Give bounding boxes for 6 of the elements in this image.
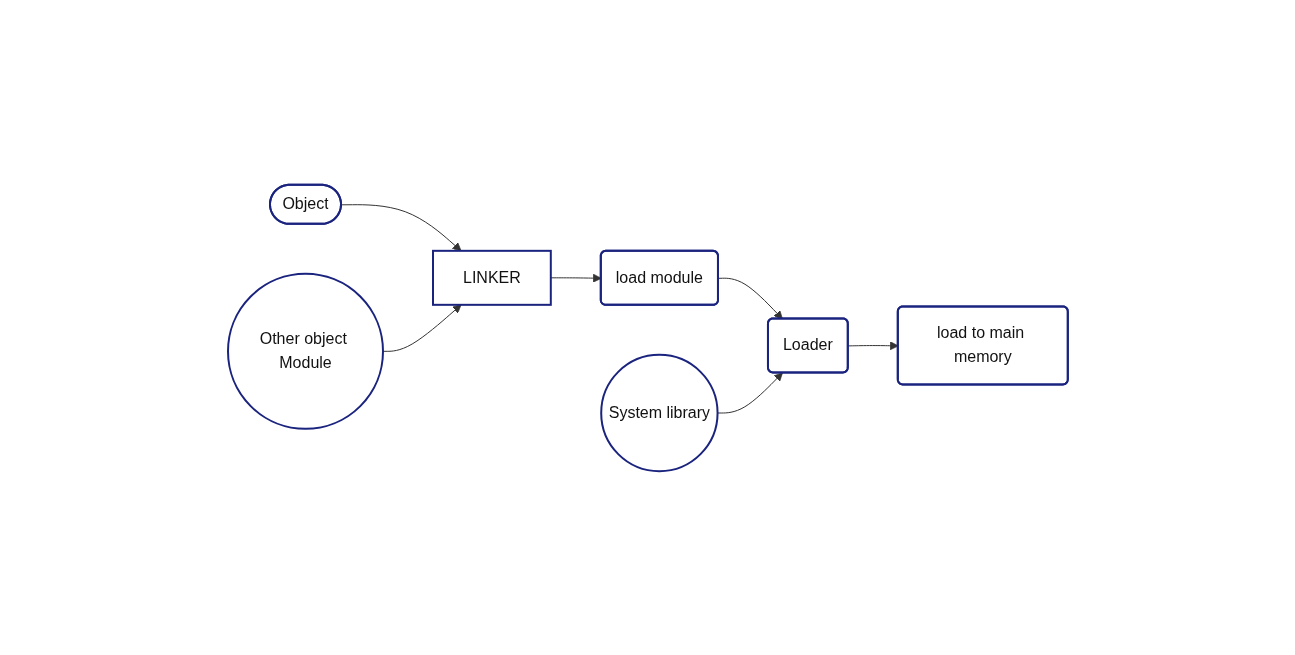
node-box: LINKER xyxy=(431,249,552,306)
arrow xyxy=(340,203,462,251)
node-circle: Other object Module xyxy=(226,272,384,430)
node-circle: System library xyxy=(599,353,719,472)
arrow xyxy=(717,277,783,319)
arrow xyxy=(382,303,462,352)
